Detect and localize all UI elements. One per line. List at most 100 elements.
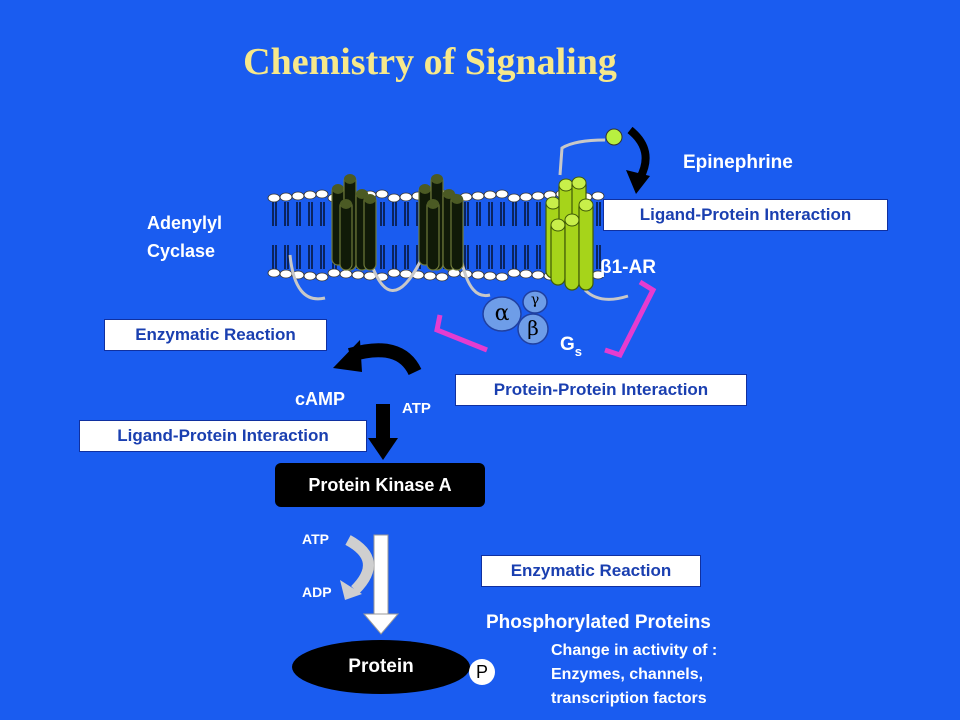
- cyclase-helix-top: [427, 199, 439, 209]
- g-beta-subunit: [517, 313, 549, 345]
- beta1-ar-label: β1-AR: [600, 257, 656, 278]
- lipid-head: [315, 272, 329, 282]
- atp-adp-arrow: [345, 535, 374, 594]
- lipid-head: [387, 193, 401, 203]
- lipid-head: [267, 193, 281, 203]
- cyclase-helix-top: [431, 174, 443, 184]
- receptor-helix-top: [550, 218, 566, 232]
- cyclase-helix-top: [419, 184, 431, 194]
- beta1-receptor: [545, 176, 594, 291]
- lipid-head: [507, 268, 521, 278]
- lipid-head: [303, 271, 317, 281]
- cyclase-loop: [460, 261, 491, 298]
- lipid-head: [291, 191, 305, 201]
- lipid-head: [279, 269, 293, 279]
- cyclase-helix-top: [332, 184, 344, 194]
- protein-node: Protein: [292, 640, 470, 694]
- receptor-loop: [558, 138, 606, 176]
- enzymatic-reaction-box-top: Enzymatic Reaction: [104, 319, 327, 351]
- cyclase-helix: [426, 199, 440, 271]
- phosphorylated-proteins-label: Phosphorylated Proteins: [486, 612, 711, 633]
- protein-protein-bracket: [434, 314, 488, 353]
- cyclase-helix-top: [451, 194, 463, 204]
- cyclase-helix-top: [364, 194, 376, 204]
- lipid-head: [507, 193, 521, 203]
- cyclase-helix-top: [340, 199, 352, 209]
- cyclase-loop: [368, 259, 422, 292]
- receptor-tail: [583, 288, 629, 301]
- protein-kinase-a: Protein Kinase A: [275, 463, 485, 507]
- lipid-head: [399, 192, 413, 202]
- lipid-head: [315, 189, 329, 199]
- lipid-head: [531, 191, 545, 201]
- binding-arrowhead: [626, 170, 650, 194]
- g-gamma-subunit: [522, 290, 548, 314]
- activity-change-line2: Enzymes, channels,: [551, 666, 704, 683]
- receptor-helix-top: [558, 178, 574, 192]
- lipid-head: [471, 270, 485, 280]
- epinephrine-ligand: [605, 128, 623, 146]
- lipid-head: [435, 272, 449, 282]
- atp-adp-arrowhead: [340, 580, 362, 600]
- lipid-head: [267, 268, 281, 278]
- ligand-protein-box-bottom: Ligand-Protein Interaction: [79, 420, 367, 452]
- cyclase-helix-top: [344, 174, 356, 184]
- cyclase-label: Cyclase: [147, 241, 216, 261]
- camp-pka-arrow: [376, 404, 390, 438]
- lipid-head: [327, 268, 341, 278]
- activity-change-line1: Change in activity of :: [551, 642, 718, 659]
- receptor-helix-top: [571, 176, 587, 190]
- protein-protein-box: Protein-Protein Interaction: [455, 374, 747, 406]
- cyclase-helix: [363, 194, 377, 271]
- lipid-head: [387, 268, 401, 278]
- receptor-helix: [578, 199, 594, 291]
- enzymatic-reaction-box-bottom: Enzymatic Reaction: [481, 555, 701, 587]
- camp-pka-arrowhead: [368, 438, 398, 460]
- receptor-helix-top: [578, 198, 594, 212]
- lipid-head: [519, 192, 533, 202]
- lipid-head: [483, 190, 497, 200]
- gs-subscript: s: [574, 344, 583, 359]
- g-gamma-label: γ: [530, 292, 540, 308]
- gs-main: G: [560, 334, 575, 355]
- receptor-helix-top: [564, 213, 580, 227]
- lipid-head: [519, 269, 533, 279]
- cyclase-helix: [450, 194, 464, 271]
- g-alpha-subunit: [482, 296, 522, 332]
- lipid-head: [471, 191, 485, 201]
- activity-change-line3: transcription factors: [551, 690, 707, 707]
- epinephrine-label: Epinephrine: [683, 152, 793, 173]
- receptor-helix-top: [545, 196, 561, 210]
- lipid-head: [531, 270, 545, 280]
- lipid-head: [375, 189, 389, 199]
- lipid-head: [495, 272, 509, 282]
- camp-label: cAMP: [295, 389, 346, 409]
- g-beta-label: β: [527, 316, 539, 340]
- cyclase-loop: [288, 254, 326, 301]
- adenylyl-cyclase: [331, 174, 464, 271]
- lipid-head: [303, 190, 317, 200]
- atp-label-top: ATP: [402, 400, 431, 417]
- lipid-head: [591, 191, 605, 201]
- lipid-head: [339, 269, 353, 279]
- phosphate-group: P: [469, 659, 495, 685]
- binding-arrow: [627, 126, 650, 180]
- g-alpha-label: α: [494, 301, 510, 326]
- adp-label: ADP: [302, 584, 332, 600]
- adenylyl-label: Adenylyl: [147, 213, 223, 233]
- atp-label-bottom: ATP: [302, 531, 329, 547]
- lipid-head: [423, 271, 437, 281]
- ligand-protein-box-top: Ligand-Protein Interaction: [603, 199, 888, 231]
- pka-protein-arrowhead: [362, 613, 400, 635]
- cyclase-helix: [339, 199, 353, 271]
- protein-protein-bracket: [604, 279, 657, 359]
- lipid-head: [483, 271, 497, 281]
- lipid-head: [279, 192, 293, 202]
- gs-label: Gs: [560, 332, 582, 359]
- lipid-head: [495, 189, 509, 199]
- lipid-head: [351, 270, 365, 280]
- atp-camp-arrowhead: [333, 340, 362, 372]
- page-title: Chemistry of Signaling: [243, 41, 617, 83]
- pka-protein-arrow: [373, 534, 389, 616]
